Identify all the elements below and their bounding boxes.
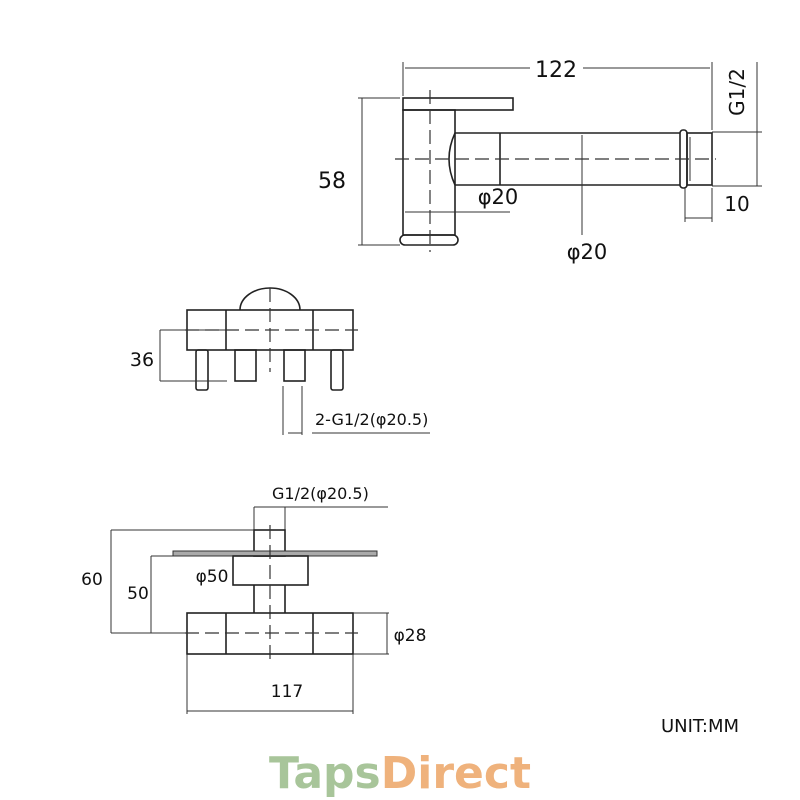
side-view: 36 2-G1/2(φ20.5): [130, 287, 430, 435]
brand-logo: TapsDirect: [269, 748, 531, 799]
side-height-dimension: 36: [130, 349, 154, 371]
body-length-dimension: 117: [271, 682, 303, 702]
height-dimension: 58: [318, 169, 346, 194]
thread-length: 10: [724, 192, 749, 216]
top-view: 122 58 φ20 φ20 G1/2 10: [318, 58, 762, 264]
outlet-thread-label: G1/2(φ20.5): [272, 484, 369, 503]
thread-size: G1/2: [725, 68, 749, 116]
inlet-thread-label: 2-G1/2(φ20.5): [315, 410, 428, 429]
flange-diameter: φ50: [196, 567, 229, 587]
handle-diameter: φ20: [478, 185, 519, 209]
wall-depth-dimension: 50: [127, 584, 149, 604]
front-view: G1/2(φ20.5) φ50 60 50 φ28 117: [81, 484, 426, 714]
logo-part-taps: Taps: [269, 748, 381, 799]
logo-part-direct: Direct: [381, 748, 531, 799]
length-dimension: 122: [535, 58, 577, 83]
body-diameter: φ28: [394, 626, 427, 646]
total-depth-dimension: 60: [81, 570, 103, 590]
unit-label: UNIT:MM: [661, 716, 739, 737]
spout-diameter: φ20: [567, 240, 608, 264]
